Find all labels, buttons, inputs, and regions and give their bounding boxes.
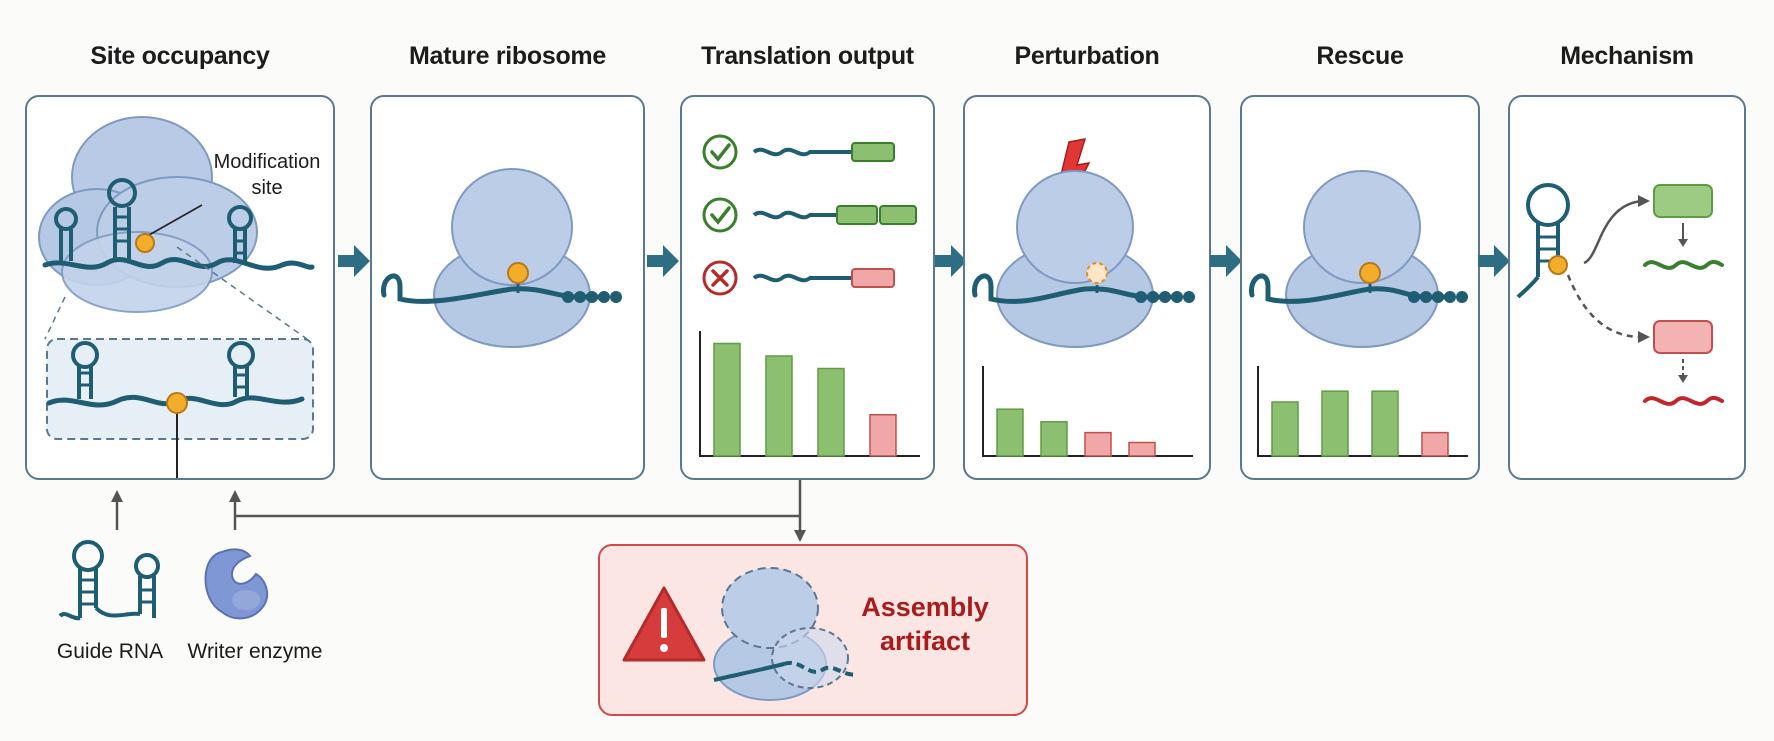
chart-bar — [1321, 390, 1349, 457]
assembly-artifact-box: Assembly artifact — [598, 544, 1028, 716]
ribosome-complex-illustration — [38, 116, 258, 313]
active-outcome-box — [1653, 184, 1713, 218]
chart-bar — [1271, 401, 1299, 457]
modification-pointer — [141, 204, 203, 240]
flow-arrow-icon — [935, 245, 967, 277]
writer-enzyme-label: Writer enzyme — [187, 640, 323, 663]
functional-product-wave — [1643, 259, 1724, 270]
stage-title-rescue: Rescue — [1316, 42, 1404, 70]
mrna-strand — [713, 662, 785, 682]
site-occupancy-panel: Modification site — [25, 95, 335, 480]
guide-rna-icon — [58, 540, 160, 621]
guide-rna-label: Guide RNA — [56, 640, 164, 663]
perturbation-panel — [963, 95, 1211, 480]
hairpin-icon — [227, 341, 255, 397]
writer-enzyme-icon — [204, 548, 269, 620]
cross-icon — [702, 260, 738, 296]
lost-modification-marker — [1086, 262, 1108, 284]
modification-site-marker — [135, 233, 155, 253]
chart-bar — [1084, 431, 1112, 457]
mrna-strand — [381, 273, 605, 304]
impaired-outcome-box — [1653, 320, 1713, 354]
hairpin-icon — [1516, 183, 1570, 299]
stage-title-translation-output: Translation output — [701, 42, 914, 70]
peptide-chain-icon — [1135, 291, 1195, 303]
chart-axis — [699, 331, 920, 457]
chart-bar — [869, 414, 897, 457]
warning-icon — [622, 586, 706, 662]
mrna-strand — [972, 273, 1178, 304]
flow-arrow-icon — [338, 245, 370, 277]
misassembled-ribosome-illustration — [713, 567, 849, 701]
feedback-connector — [235, 480, 806, 542]
chart-bar — [765, 355, 793, 457]
mechanism-panel — [1508, 95, 1746, 480]
mrna-strand — [1249, 273, 1455, 304]
check-icon — [702, 197, 738, 233]
writer-enzyme-arrow — [229, 490, 241, 530]
chart-bar — [713, 342, 741, 457]
ribosome-illustration — [433, 168, 591, 348]
modification-site-marker — [507, 262, 529, 284]
hairpin-icon — [71, 341, 99, 399]
flow-arrow-icon — [647, 245, 679, 277]
chart-axis — [982, 366, 1193, 457]
ribosome-illustration — [996, 170, 1154, 348]
modification-site-marker — [1359, 262, 1381, 284]
peptide-chain-icon — [1408, 291, 1468, 303]
zoom-inset — [46, 338, 314, 440]
check-icon — [702, 134, 738, 170]
hairpin-icon — [54, 207, 78, 261]
stage-title-site-occupancy: Site occupancy — [90, 42, 270, 70]
protein-product — [851, 142, 895, 162]
chart-bar — [996, 408, 1024, 457]
stage-title-perturbation: Perturbation — [1014, 42, 1160, 70]
translation-output-panel — [680, 95, 935, 480]
flow-arrow-icon — [1478, 245, 1510, 277]
modification-site-label: Modification site — [213, 151, 321, 199]
truncated-product — [851, 268, 895, 288]
chart-bar — [817, 367, 845, 457]
chart-bar — [1128, 441, 1156, 457]
flow-arrow-icon — [1210, 245, 1242, 277]
assembly-artifact-label: Assembly artifact — [861, 592, 989, 656]
rescue-panel — [1240, 95, 1480, 480]
chart-bar — [1040, 421, 1068, 457]
guide-rna-arrow — [111, 490, 123, 530]
hairpin-icon — [107, 178, 137, 259]
failed-product-wave — [1643, 395, 1724, 406]
protein-product — [836, 205, 878, 225]
chart-bar — [1421, 431, 1449, 457]
stage-title-mature-ribosome: Mature ribosome — [409, 42, 606, 70]
stage-title-mechanism: Mechanism — [1560, 42, 1694, 70]
ribosome-illustration — [1285, 170, 1439, 348]
peptide-chain-icon — [562, 291, 622, 303]
mature-ribosome-panel — [370, 95, 645, 480]
hairpin-icon — [227, 205, 253, 263]
rna-strand — [42, 257, 315, 271]
chart-bar — [1371, 390, 1399, 457]
protein-product — [879, 205, 917, 225]
modification-site-marker — [166, 392, 188, 414]
modification-site-marker — [1548, 255, 1568, 275]
